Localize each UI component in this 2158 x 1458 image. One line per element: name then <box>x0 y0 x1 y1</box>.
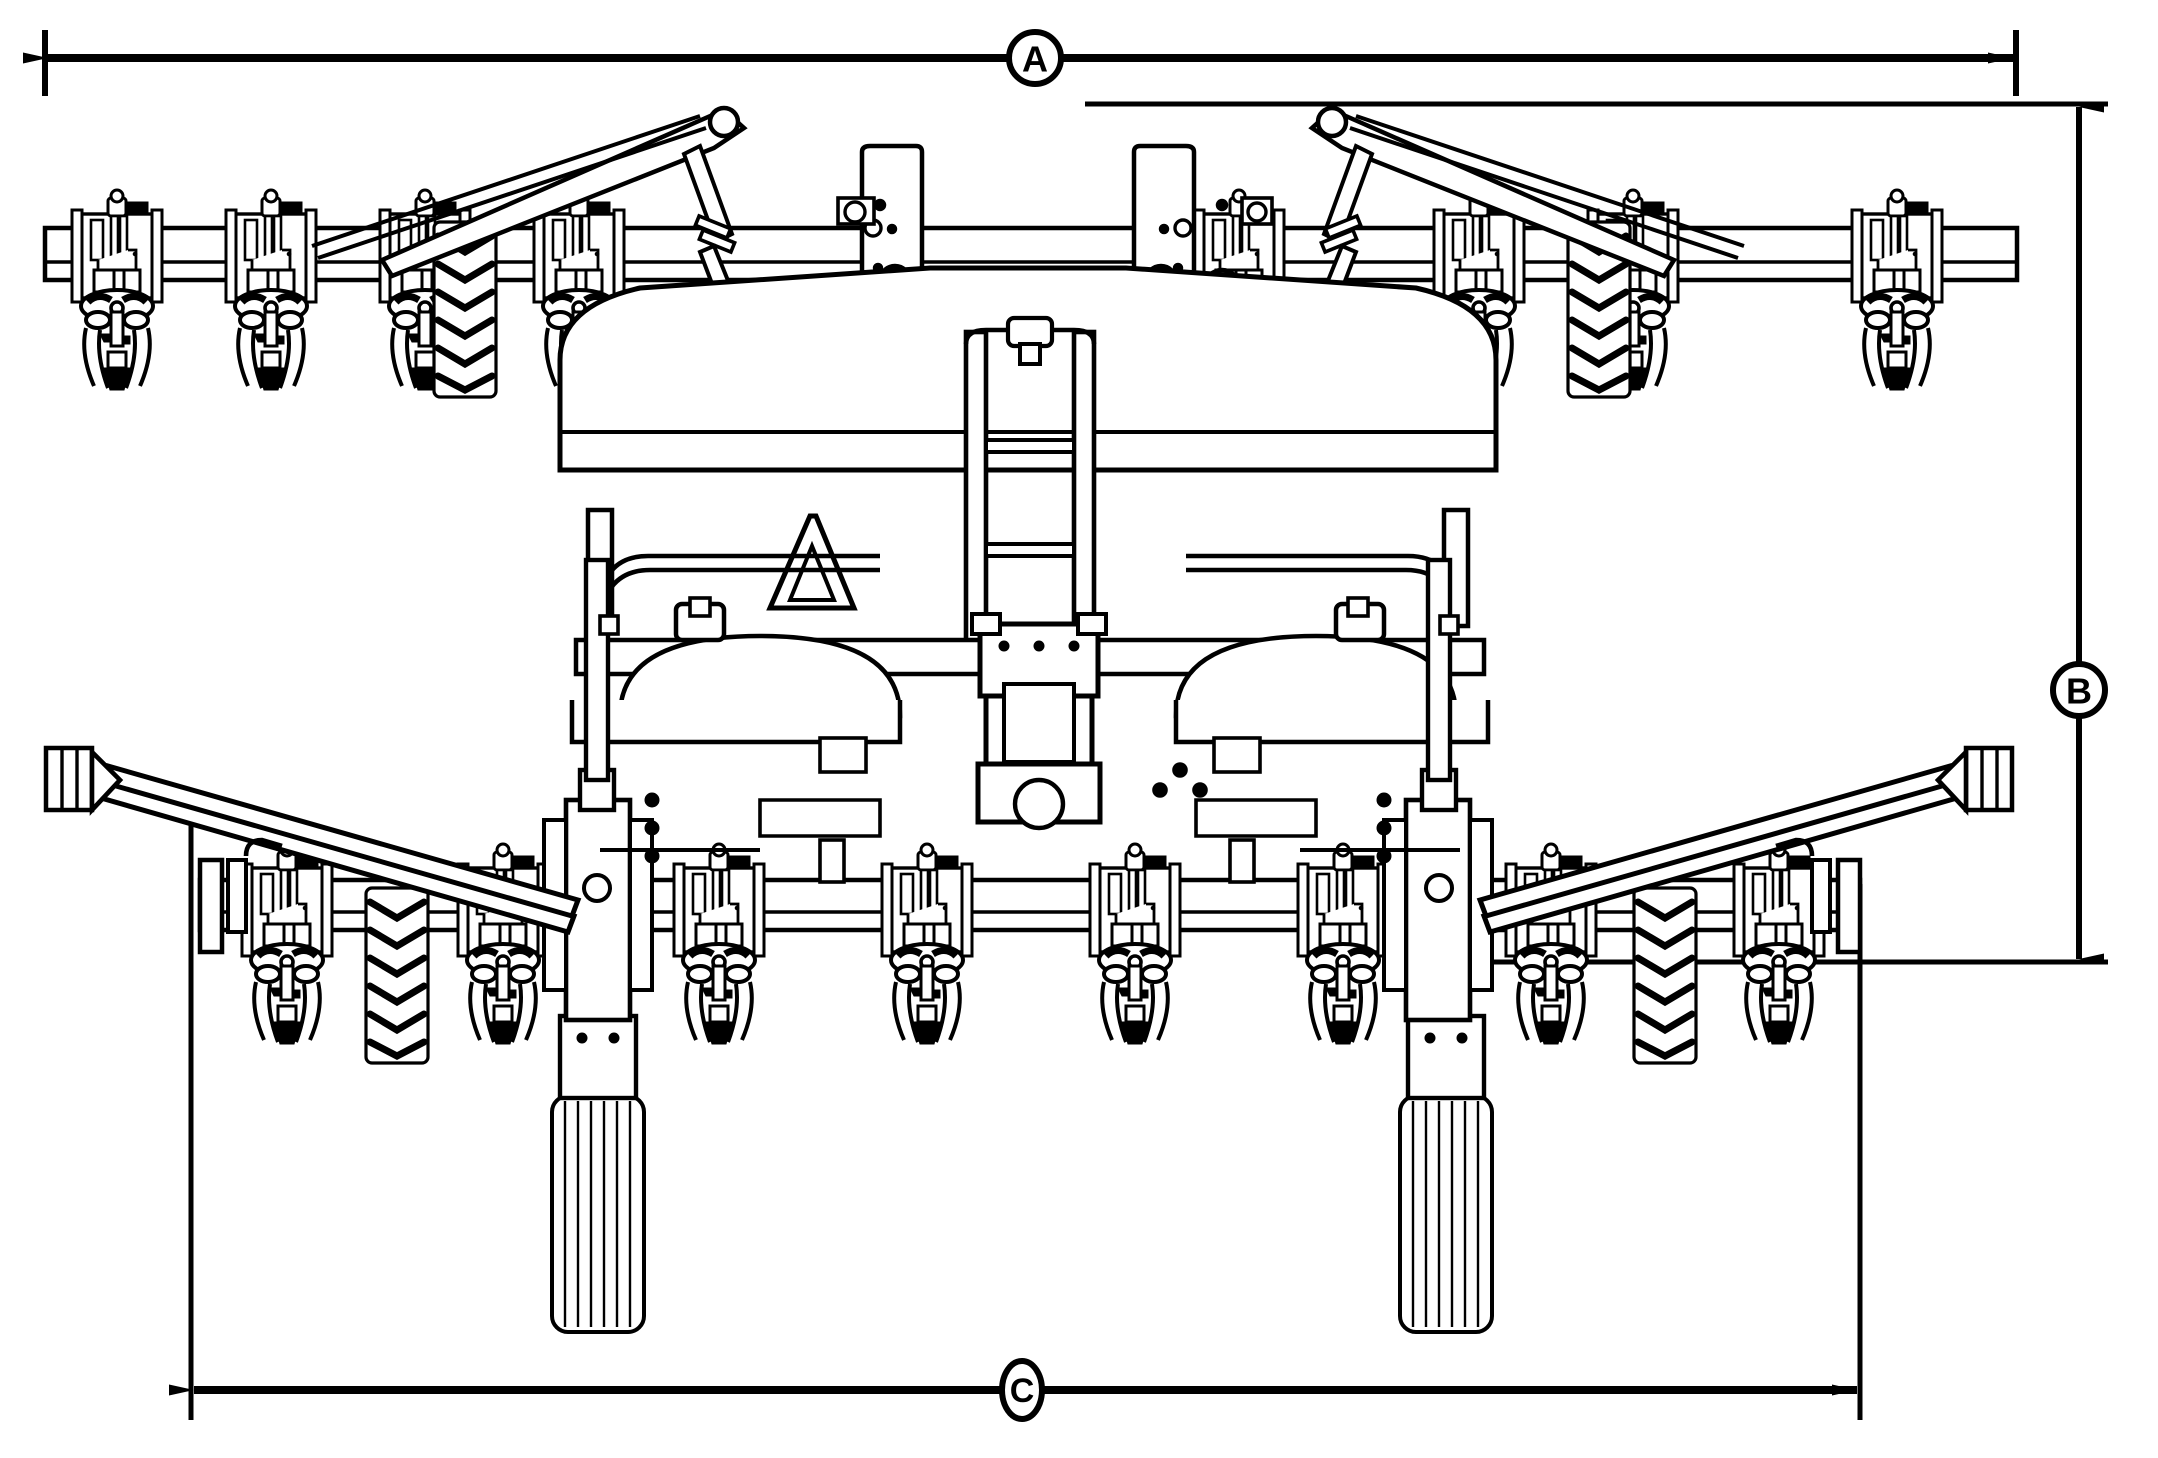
b-label-circle <box>2050 661 2108 719</box>
center-hitch-tower <box>970 612 1108 831</box>
mid-shrouds <box>569 601 1491 745</box>
row-unit <box>72 190 162 390</box>
lift-arm-right <box>1308 107 1678 279</box>
ladder <box>963 315 1097 655</box>
marker-head-right <box>1966 748 2012 810</box>
lift-arm-left <box>378 107 748 279</box>
row-unit <box>1298 844 1388 1044</box>
planter-assembly <box>42 105 2020 1334</box>
row-unit <box>242 844 332 1044</box>
marker-arms <box>46 748 2012 936</box>
c-label-ellipse <box>999 1358 1045 1422</box>
seed-hopper-tank <box>557 265 1499 473</box>
marker-head-left <box>46 748 92 810</box>
transport-wheel <box>1398 1094 1494 1334</box>
row-unit <box>674 844 764 1044</box>
c-label-text: C <box>1010 1372 1035 1410</box>
row-unit <box>226 190 316 390</box>
gauge-tire <box>366 888 428 1063</box>
misc-hardware <box>598 596 1460 884</box>
row-unit <box>1852 190 1942 390</box>
gauge-tire <box>1634 888 1696 1063</box>
dimension-c: C <box>169 824 1863 1422</box>
smv-emblem <box>766 513 858 611</box>
a-label-text: A <box>1022 39 1048 80</box>
transport-wheel <box>550 1094 646 1334</box>
dimension-a: A <box>23 29 2019 96</box>
b-label-text: B <box>2066 671 2092 712</box>
row-unit <box>1090 844 1180 1044</box>
row-unit <box>882 844 972 1044</box>
a-label-circle <box>1006 29 1064 87</box>
